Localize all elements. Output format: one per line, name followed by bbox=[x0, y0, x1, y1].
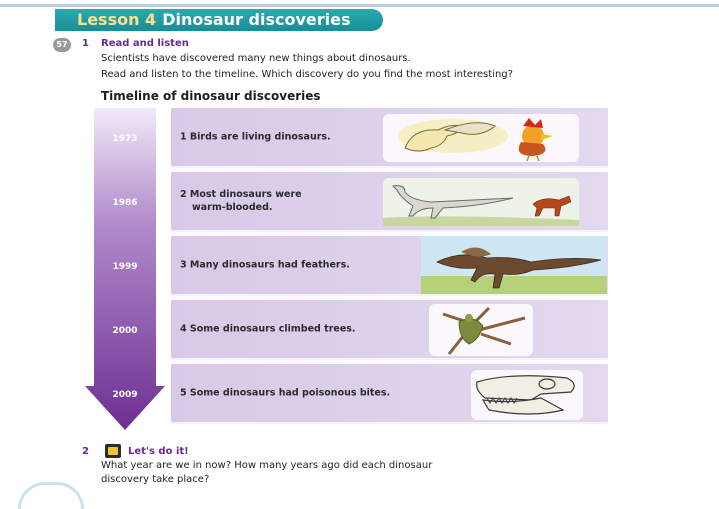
question-line-2: discovery take place? bbox=[101, 474, 210, 485]
timeline-row-2-text: 2 Most dinosaurs were warm-blooded. bbox=[180, 188, 302, 214]
timeline-row-2: 2 Most dinosaurs were warm-blooded. bbox=[171, 172, 608, 232]
top-rule bbox=[0, 4, 719, 7]
intro-line-1: Scientists have discovered many new thin… bbox=[101, 53, 411, 64]
timeline-row-4-text: 4 Some dinosaurs climbed trees. bbox=[180, 323, 356, 335]
lesson-label: Lesson 4 bbox=[77, 10, 157, 29]
dinosaur-skull-picture bbox=[471, 370, 583, 420]
audio-track-badge[interactable]: 57 bbox=[53, 38, 71, 52]
timeline-year-5: 2009 bbox=[112, 390, 138, 400]
timeline-year-4: 2000 bbox=[112, 326, 138, 336]
feathered-dinosaur-picture bbox=[421, 236, 607, 294]
section-1-title: Read and listen bbox=[101, 38, 189, 49]
timeline-row-2-line-1: 2 Most dinosaurs were bbox=[180, 189, 302, 200]
timeline-row-1: 1 Birds are living dinosaurs. bbox=[171, 108, 608, 168]
pencil-activity-icon bbox=[105, 444, 121, 458]
timeline-row-5-text: 5 Some dinosaurs had poisonous bites. bbox=[180, 387, 391, 399]
tree-climbing-dinosaur-picture bbox=[429, 304, 533, 356]
timeline-row-3: 3 Many dinosaurs had feathers. bbox=[171, 236, 608, 296]
timeline-arrow bbox=[85, 108, 165, 430]
timeline-row-5: 5 Some dinosaurs had poisonous bites. bbox=[171, 364, 608, 424]
timeline-row-3-text: 3 Many dinosaurs had feathers. bbox=[180, 259, 350, 271]
lesson-header: Lesson 4 Dinosaur discoveries bbox=[55, 9, 383, 31]
timeline-year-1: 1973 bbox=[112, 134, 138, 144]
timeline-year-3: 1999 bbox=[112, 262, 138, 272]
timeline-row-4: 4 Some dinosaurs climbed trees. bbox=[171, 300, 608, 360]
section-1-number: 1 bbox=[82, 38, 89, 49]
timeline-row-2-line-2: warm-blooded. bbox=[192, 202, 273, 213]
lesson-title: Dinosaur discoveries bbox=[162, 10, 351, 29]
timeline-title: Timeline of dinosaur discoveries bbox=[101, 89, 321, 103]
question-line-1: What year are we in now? How many years … bbox=[101, 460, 433, 471]
corner-decoration bbox=[18, 482, 84, 509]
timeline-row-1-text: 1 Birds are living dinosaurs. bbox=[180, 131, 331, 143]
intro-line-2: Read and listen to the timeline. Which d… bbox=[101, 69, 513, 80]
section-2-number: 2 bbox=[82, 446, 89, 457]
dinosaur-and-rooster-picture bbox=[383, 114, 579, 162]
running-dinosaur-and-horse-picture bbox=[383, 178, 579, 226]
section-2-title: Let's do it! bbox=[128, 446, 189, 457]
timeline-year-2: 1986 bbox=[112, 198, 138, 208]
